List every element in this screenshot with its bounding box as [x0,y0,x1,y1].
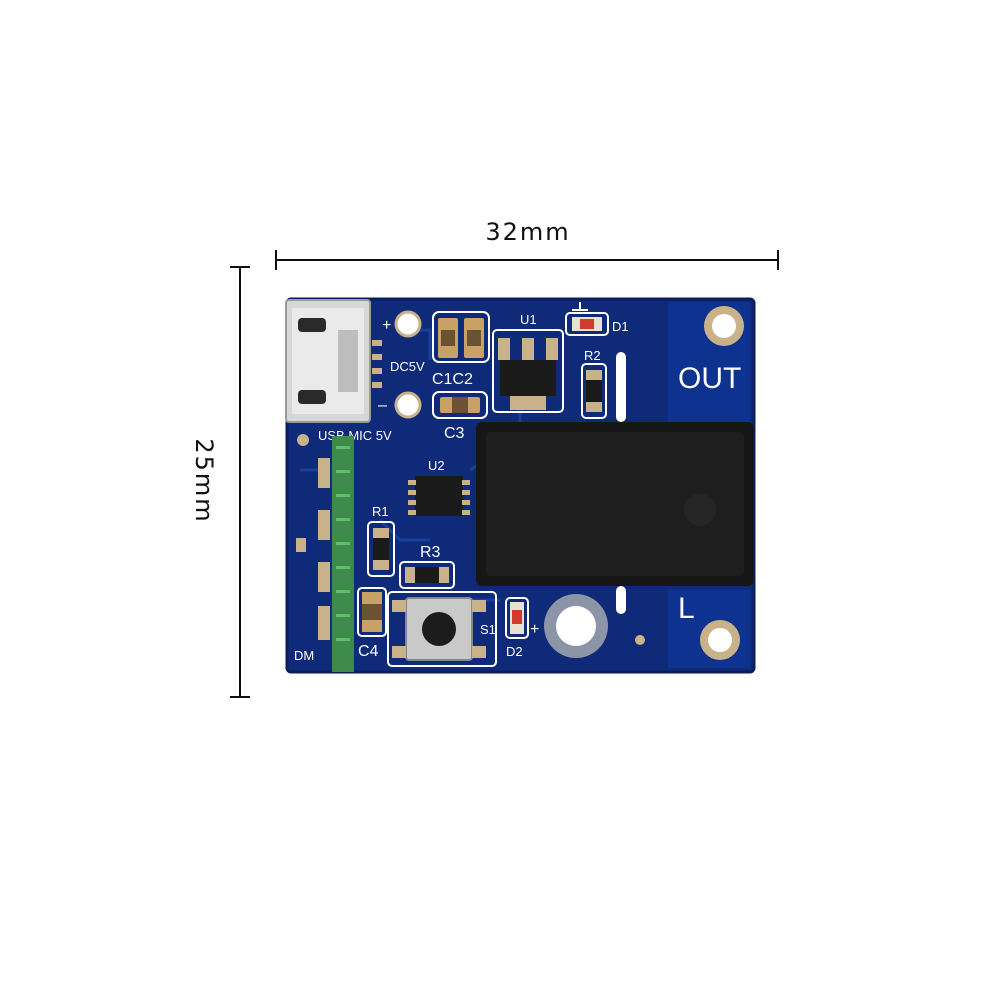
rf-receiver-module [332,436,354,672]
micro-usb-connector [285,299,371,423]
height-label: 25mm [190,438,218,523]
silk-dm: DM [294,648,314,663]
l-terminal [700,620,740,660]
led-d1 [565,302,609,336]
mounting-hole [544,594,608,658]
isolation-slot-bottom [616,586,626,614]
usb-pads [372,340,382,388]
capacitors-c1-c2 [432,311,490,363]
via-minus [394,391,422,419]
silk-c1c2: C1C2 [432,371,473,388]
led-d2 [505,597,529,639]
width-dimension: 32mm [275,218,779,270]
silk-out: OUT [678,362,741,395]
small-via [635,635,645,645]
silk-minus: – [378,397,387,414]
resistor-r3 [399,561,455,589]
ic-u2 [408,476,470,516]
silk-s1: S1 [480,622,496,637]
silk-plus-d2: + [530,621,539,638]
capacitor-c4 [357,587,387,637]
silk-usb-mic: USB MIC 5V [318,428,392,443]
silk-dc5v: DC5V [390,359,425,374]
module-pads [296,434,330,640]
silk-c3: C3 [444,425,465,442]
silk-l: L [678,592,695,625]
silk-r2: R2 [584,348,601,363]
silk-r1: R1 [372,504,389,519]
resistor-r1 [367,521,395,577]
silk-plus-top: + [382,317,391,334]
isolation-slot-top [616,352,626,422]
silk-r3: R3 [420,544,441,561]
out-terminal [704,306,744,346]
silk-u1: U1 [520,312,537,327]
relay [476,422,754,586]
silk-d2: D2 [506,644,523,659]
silk-d1: D1 [612,319,629,334]
height-dimension: 25mm [190,266,250,698]
width-label: 32mm [485,218,570,246]
regulator-u1 [492,329,564,413]
silk-c4: C4 [358,643,379,660]
resistor-r2 [581,363,607,419]
silk-u2: U2 [428,458,445,473]
pcb-board: + – DC5V USB MIC 5V C1C2 C3 [285,297,756,674]
tactile-switch-s1 [387,591,497,667]
via-plus [394,310,422,338]
capacitor-c3 [432,391,488,419]
